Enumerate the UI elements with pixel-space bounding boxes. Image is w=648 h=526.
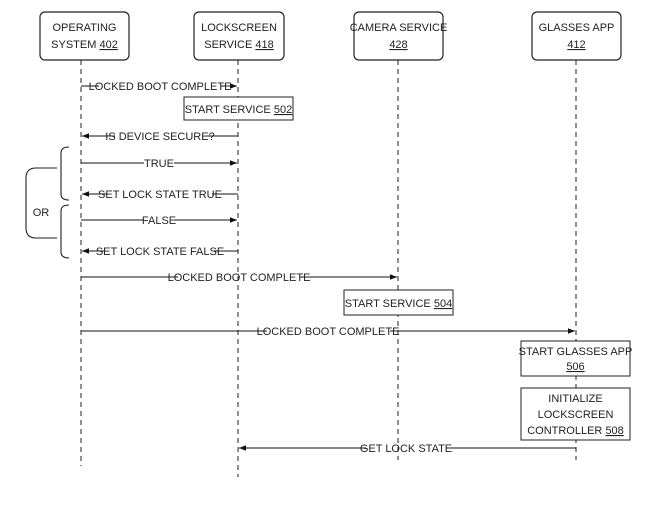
action-text: START SERVICE — [185, 104, 274, 116]
participant-title: CAMERA SERVICE — [350, 22, 448, 34]
participant-ref: 402 — [99, 39, 117, 51]
or-label: OR — [33, 207, 50, 219]
participant-glasses-app: GLASSES APP 412 — [531, 11, 622, 61]
message-label: SET LOCK STATE FALSE — [96, 246, 224, 258]
participant-ref: 418 — [255, 39, 273, 51]
message-label: GET LOCK STATE — [360, 443, 452, 455]
message-locked-boot-complete-lockscreen: LOCKED BOOT COMPLETE — [81, 81, 237, 93]
message-label: SET LOCK STATE TRUE — [98, 189, 222, 201]
message-label: FALSE — [142, 215, 176, 227]
action-text: START SERVICE — [345, 298, 434, 310]
action-text: START GLASSES APP — [519, 346, 633, 358]
participant-operating-system: OPERATING SYSTEM 402 — [39, 11, 130, 61]
svg-text:START SERVICE 502: START SERVICE 502 — [185, 104, 292, 116]
participant-ref: 428 — [389, 39, 407, 51]
participant-lockscreen-service: LOCKSCREEN SERVICE 418 — [193, 11, 285, 61]
message-get-lock-state: GET LOCK STATE — [239, 443, 576, 455]
message-label: LOCKED BOOT COMPLETE — [168, 272, 311, 284]
message-false: FALSE — [81, 215, 237, 227]
action-start-service-504: START SERVICE 504 — [343, 289, 454, 316]
action-text: CONTROLLER — [527, 425, 605, 437]
participant-subtitle: SYSTEM 402 — [51, 39, 118, 51]
participant-subtitle-text: SERVICE — [204, 39, 255, 51]
action-initialize-lockscreen-controller-508: INITIALIZE LOCKSCREEN CONTROLLER 508 — [520, 387, 631, 441]
action-text: INITIALIZE — [548, 393, 602, 405]
action-ref: 504 — [434, 298, 452, 310]
svg-text:CONTROLLER 508: CONTROLLER 508 — [527, 425, 624, 437]
message-true: TRUE — [81, 158, 237, 170]
participant-ref: 412 — [567, 39, 585, 51]
participant-title: OPERATING — [53, 22, 117, 34]
message-label: LOCKED BOOT COMPLETE — [257, 326, 400, 338]
svg-text:START SERVICE 504: START SERVICE 504 — [345, 298, 452, 310]
alternative-bracket: OR — [25, 146, 70, 259]
action-ref: 508 — [605, 425, 623, 437]
participant-camera-service: CAMERA SERVICE 428 — [350, 11, 448, 61]
participant-title: GLASSES APP — [539, 22, 615, 34]
action-start-glasses-app-506: START GLASSES APP 506 — [519, 340, 633, 377]
action-ref: 506 — [566, 361, 584, 373]
message-label: TRUE — [144, 158, 174, 170]
or-bracket — [25, 167, 57, 239]
upper-branch-bracket — [60, 146, 70, 201]
action-ref: 502 — [274, 104, 292, 116]
message-label: IS DEVICE SECURE? — [105, 131, 214, 143]
message-is-device-secure: IS DEVICE SECURE? — [82, 131, 238, 143]
action-start-service-502: START SERVICE 502 — [183, 96, 294, 121]
lower-branch-bracket — [60, 204, 70, 259]
participant-subtitle-text: SYSTEM — [51, 39, 99, 51]
message-set-lock-state-false: SET LOCK STATE FALSE — [82, 246, 238, 258]
message-locked-boot-complete-camera: LOCKED BOOT COMPLETE — [81, 272, 397, 284]
message-set-lock-state-true: SET LOCK STATE TRUE — [82, 189, 238, 201]
participant-title: LOCKSCREEN — [201, 22, 277, 34]
action-text: LOCKSCREEN — [538, 409, 614, 421]
message-locked-boot-complete-glasses: LOCKED BOOT COMPLETE — [81, 326, 575, 338]
participant-subtitle: SERVICE 418 — [204, 39, 274, 51]
message-label: LOCKED BOOT COMPLETE — [89, 81, 232, 93]
